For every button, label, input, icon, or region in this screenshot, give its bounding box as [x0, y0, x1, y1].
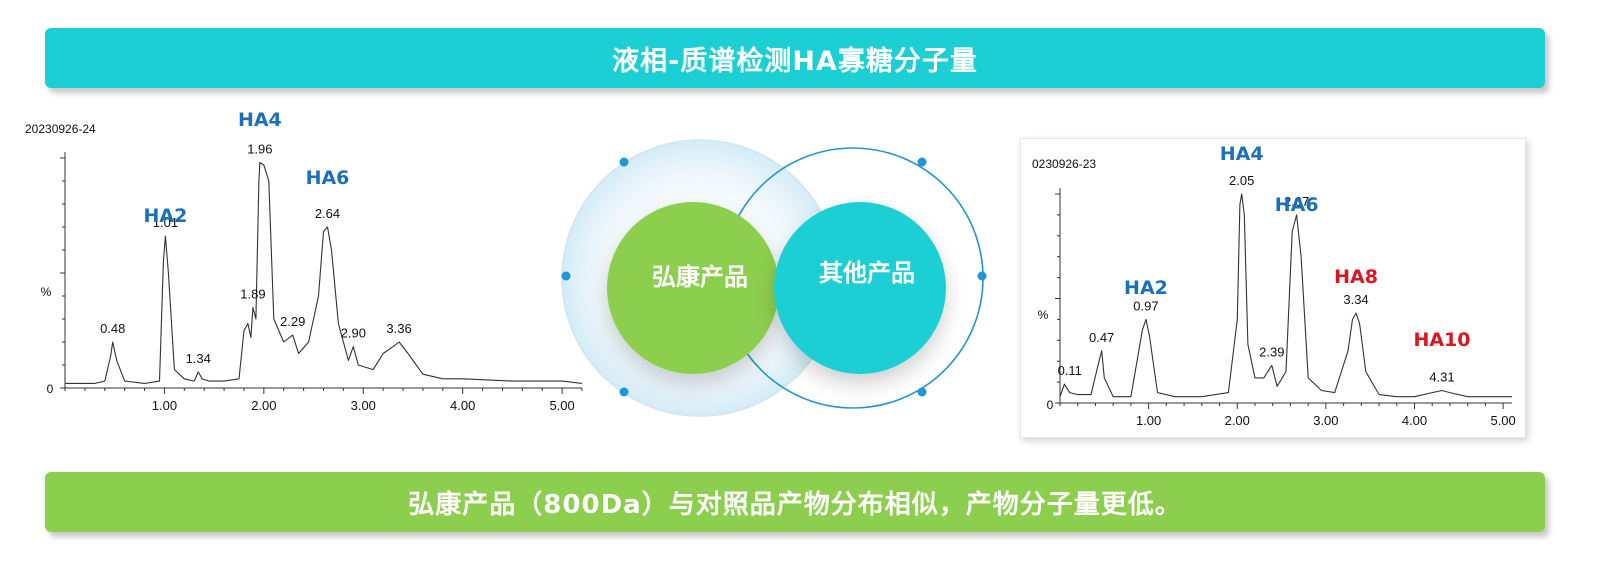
- x-tick-label: 4.00: [1402, 413, 1427, 428]
- ha-annotation: HA6: [306, 167, 350, 189]
- venn-dot: [917, 157, 927, 167]
- ha-annotation: HA2: [1124, 277, 1168, 299]
- peak-label: 2.29: [280, 314, 305, 329]
- header-title: 液相-质谱检测HA寡糖分子量: [612, 45, 978, 77]
- x-tick-label: 2.00: [1225, 413, 1250, 428]
- peak-label: 1.34: [186, 351, 211, 366]
- sample-id: 0230926-23: [1032, 157, 1096, 171]
- y-tick-label: 0: [1047, 398, 1054, 412]
- peak-label: 3.34: [1343, 292, 1368, 307]
- x-tick-label: 2.00: [251, 398, 276, 413]
- peak-label: 1.96: [247, 142, 272, 157]
- peak-label: 4.31: [1429, 369, 1454, 384]
- venn-diagram: 弘康产品 其他产品: [561, 139, 987, 417]
- venn-dot: [977, 271, 987, 281]
- y-tick-label: 0: [47, 382, 54, 396]
- venn-dot: [917, 387, 927, 397]
- right-chart-frame: [1020, 138, 1526, 438]
- y-axis-label: %: [41, 285, 52, 299]
- x-tick-label: 1.00: [152, 398, 177, 413]
- ha-annotation: HA4: [1220, 143, 1264, 165]
- peak-label: 3.36: [386, 321, 411, 336]
- venn-dot: [619, 157, 629, 167]
- chromatogram-right: 1.00 2.00 3.00 4.00 5.00 0% 0230926-23 0.11 0.47…: [1032, 143, 1516, 428]
- y-axis-label: %: [1038, 308, 1049, 322]
- venn-left-label: 弘康产品: [652, 263, 748, 291]
- ha-annotation: HA10: [1413, 329, 1470, 351]
- peak-label: 0.47: [1089, 330, 1114, 345]
- chromatogram-left: 1.00 2.00 3.00 4.00 5.00 0% 20230926-24 0.48 1.0…: [25, 109, 583, 413]
- x-tick-label: 3.00: [351, 398, 376, 413]
- chromatogram-trace: [65, 162, 583, 384]
- x-tick-label: 1.00: [1136, 413, 1161, 428]
- x-tick-label: 4.00: [450, 398, 475, 413]
- header-banner: 液相-质谱检测HA寡糖分子量: [45, 28, 1545, 88]
- peak-label: 1.01: [153, 215, 178, 230]
- ha-annotation: HA2: [144, 205, 188, 227]
- peak-label: 2.67: [1284, 194, 1309, 209]
- peak-label: 2.90: [341, 326, 366, 341]
- peak-label: 1.89: [240, 287, 265, 302]
- peak-label: 2.64: [315, 206, 340, 221]
- x-tick-label: 5.00: [549, 398, 574, 413]
- venn-left-circle: [607, 202, 779, 374]
- ha-annotation: HA4: [238, 109, 282, 131]
- ha-annotation: HA8: [1334, 266, 1378, 288]
- conclusion-text: 弘康产品（800Da）与对照品产物分布相似，产物分子量更低。: [408, 489, 1182, 520]
- conclusion-banner: 弘康产品（800Da）与对照品产物分布相似，产物分子量更低。: [45, 472, 1545, 532]
- peak-label: 2.39: [1259, 344, 1284, 359]
- peak-label: 0.48: [100, 321, 125, 336]
- peak-label: 2.05: [1229, 173, 1254, 188]
- peak-label: 0.97: [1133, 298, 1158, 313]
- venn-dot: [561, 271, 571, 281]
- x-tick-label: 3.00: [1313, 413, 1338, 428]
- sample-id: 20230926-24: [25, 122, 96, 136]
- peak-label: 0.11: [1058, 363, 1082, 378]
- venn-right-circle: [774, 202, 946, 374]
- chromatogram-trace: [1059, 193, 1512, 398]
- venn-right-label: 其他产品: [819, 259, 915, 287]
- x-tick-label: 5.00: [1490, 413, 1515, 428]
- ha-annotation: HA6: [1275, 194, 1319, 216]
- venn-dot: [619, 387, 629, 397]
